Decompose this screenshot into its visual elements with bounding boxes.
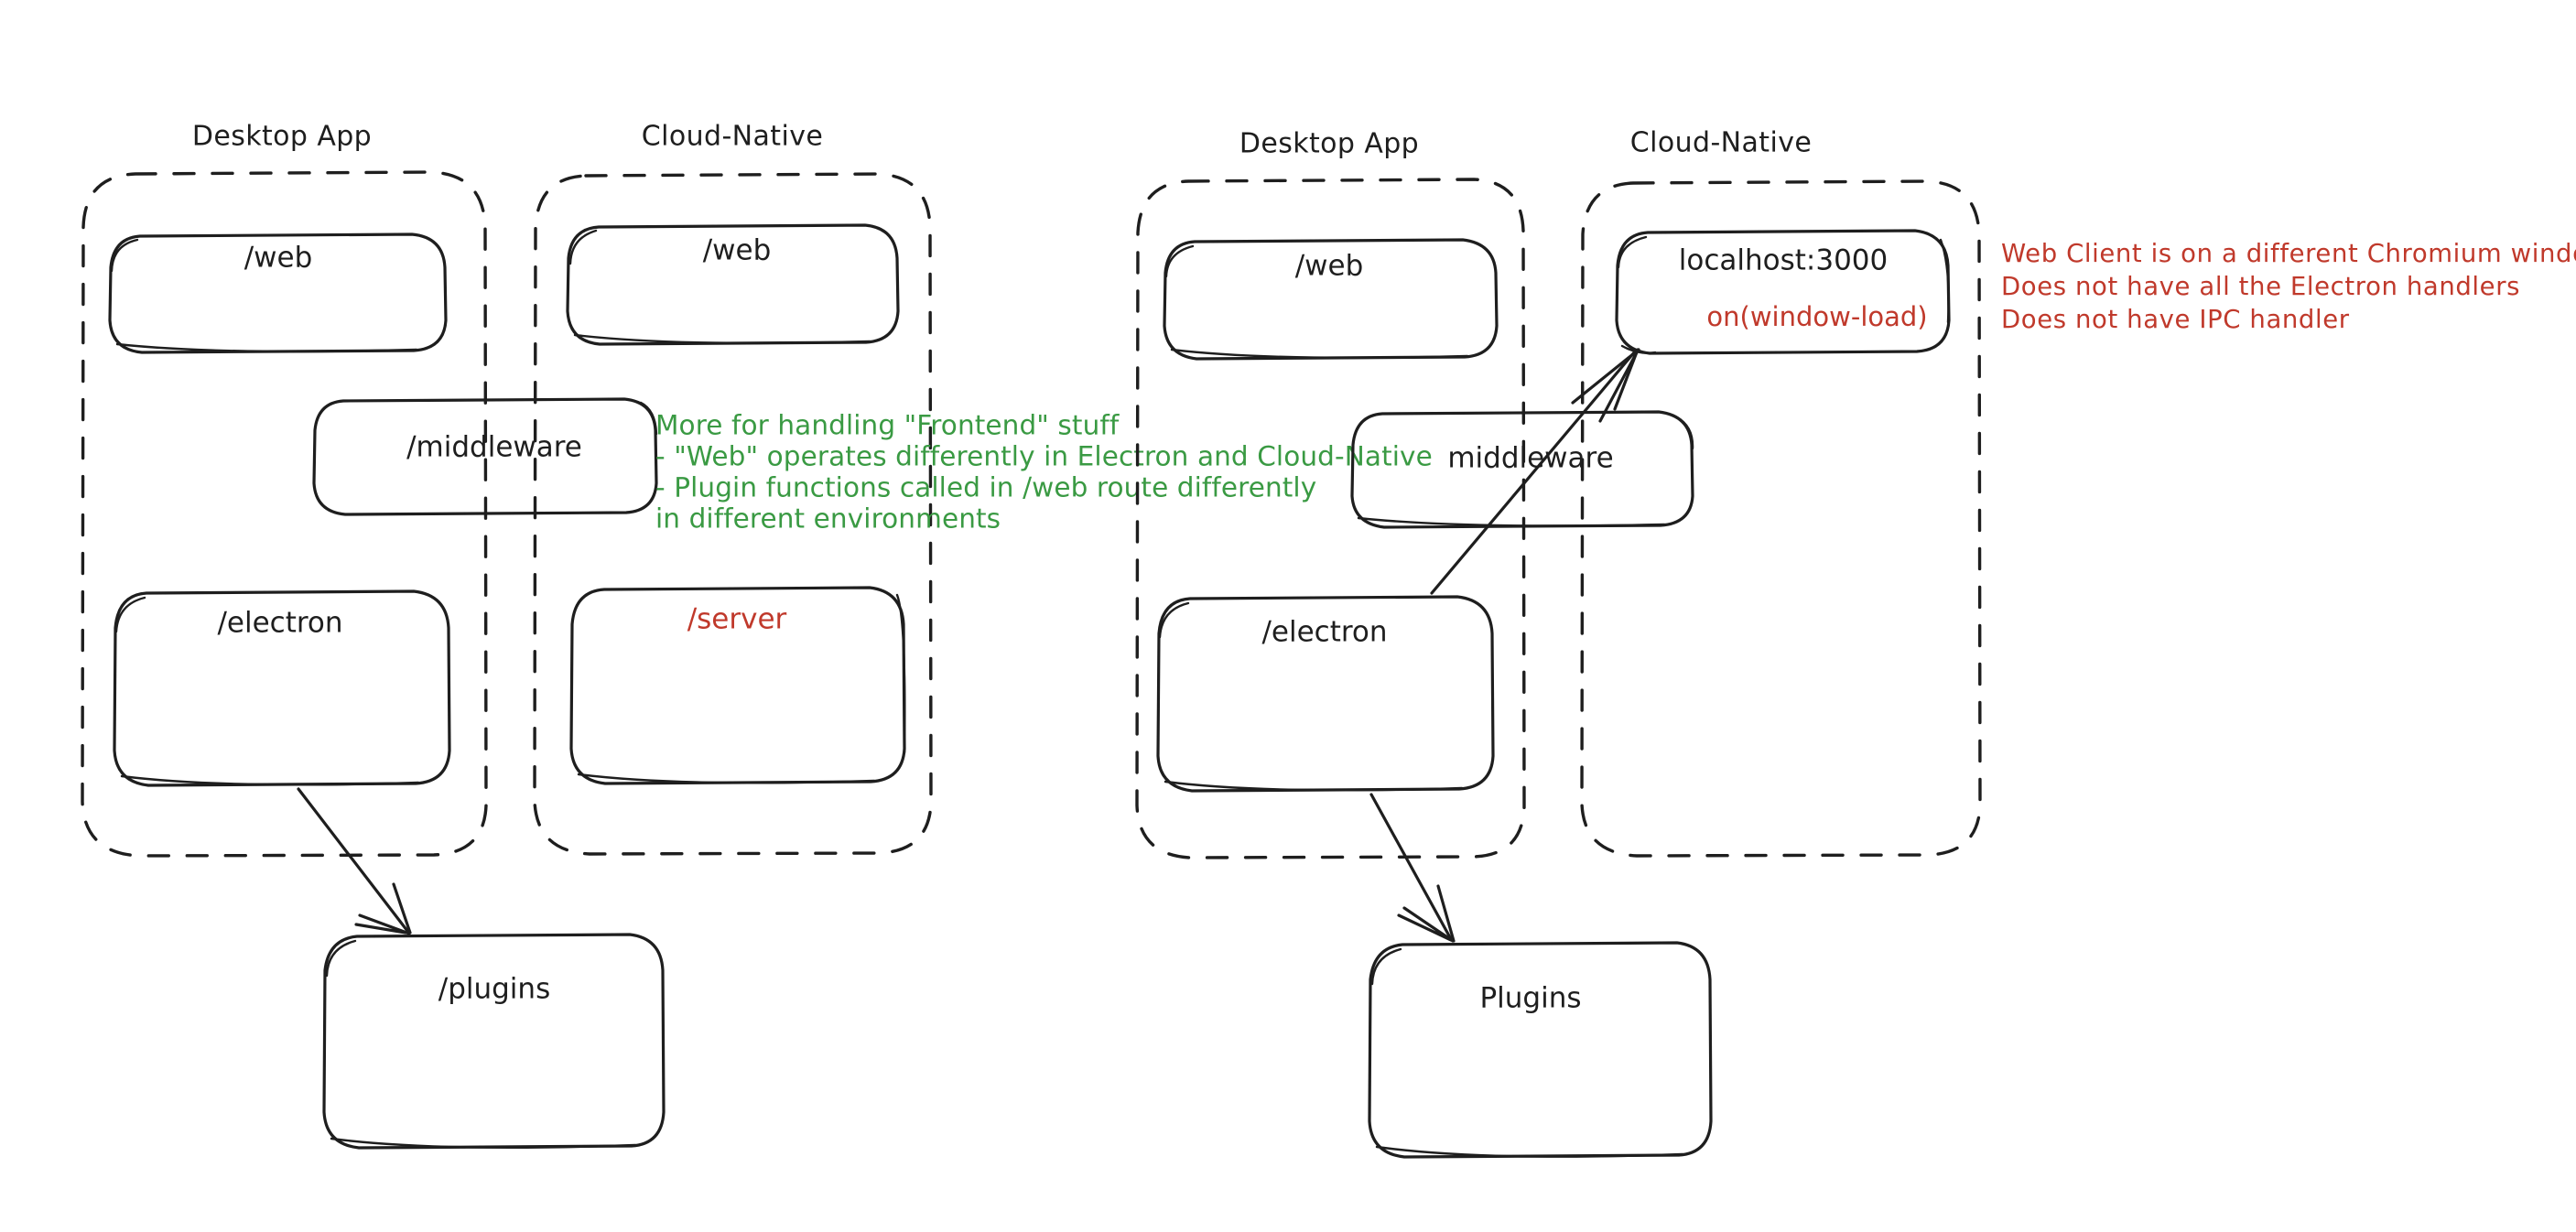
group-label-right-cloud-native: Cloud-Native [1630,127,1812,159]
group-label-left-desktop-app: Desktop App [192,121,372,153]
box-left-cloud-web[interactable]: /web [566,223,900,346]
note-left-green: More for handling "Frontend" stuff - "We… [655,410,1433,535]
note-left-green-line-2: - "Web" operates differently in Electron… [655,441,1433,472]
box-left-electron[interactable]: /electron [113,589,451,787]
box-left-desktop-web[interactable]: /web [108,232,448,354]
group-label-left-cloud-native: Cloud-Native [642,121,823,153]
box-right-middleware[interactable]: middleware [1350,410,1694,529]
box-right-desktop-web[interactable]: /web [1163,238,1499,361]
arrow-right-electron-to-localhost [1430,348,1640,595]
box-label-right-desktop-web: /web [1295,250,1364,283]
box-label-right-electron: /electron [1261,616,1387,649]
box-left-plugins[interactable]: /plugins [322,933,666,1150]
group-left-cloud-native: Cloud-Native [533,121,933,856]
group-left-desktop-app: Desktop App [81,121,488,858]
note-left-green-line-1: More for handling "Frontend" stuff [655,410,1120,441]
box-label-right-plugins: Plugins [1479,982,1581,1015]
box-left-server[interactable]: /server [569,586,906,785]
box-label-left-middleware: /middleware [406,431,582,464]
note-right-red-line-2: Does not have all the Electron handlers [2001,272,2520,301]
note-right-red-line-1: Web Client is on a different Chromium wi… [2001,239,2576,268]
box-label-left-desktop-web: /web [244,242,313,275]
box-right-plugins[interactable]: Plugins [1368,941,1713,1159]
box-sublabel-right-localhost-on-window-load: on(window-load) [1706,301,1927,332]
note-right-red-line-3: Does not have IPC handler [2001,305,2350,334]
box-label-right-middleware: middleware [1447,442,1613,475]
arrow-left-electron-to-plugins [297,787,412,935]
box-label-left-server: /server [687,603,787,636]
group-right-cloud-native: Cloud-Native [1580,127,1982,858]
box-right-electron[interactable]: /electron [1156,595,1495,793]
box-right-localhost[interactable]: localhost:3000 on(window-load) [1615,229,1951,355]
box-label-right-localhost: localhost:3000 [1679,244,1889,277]
note-right-red: Web Client is on a different Chromium wi… [2001,239,2576,334]
note-left-green-line-4: in different environments [655,503,1001,535]
group-right-desktop-app: Desktop App [1135,128,1526,859]
note-left-green-line-3: - Plugin functions called in /web route … [655,472,1316,503]
box-label-left-plugins: /plugins [438,973,550,1006]
box-label-left-electron: /electron [217,607,342,640]
box-label-left-cloud-web: /web [703,234,772,267]
arrow-right-electron-to-plugins [1369,793,1456,943]
group-label-right-desktop-app: Desktop App [1239,128,1419,160]
box-left-middleware[interactable]: /middleware [312,397,658,516]
